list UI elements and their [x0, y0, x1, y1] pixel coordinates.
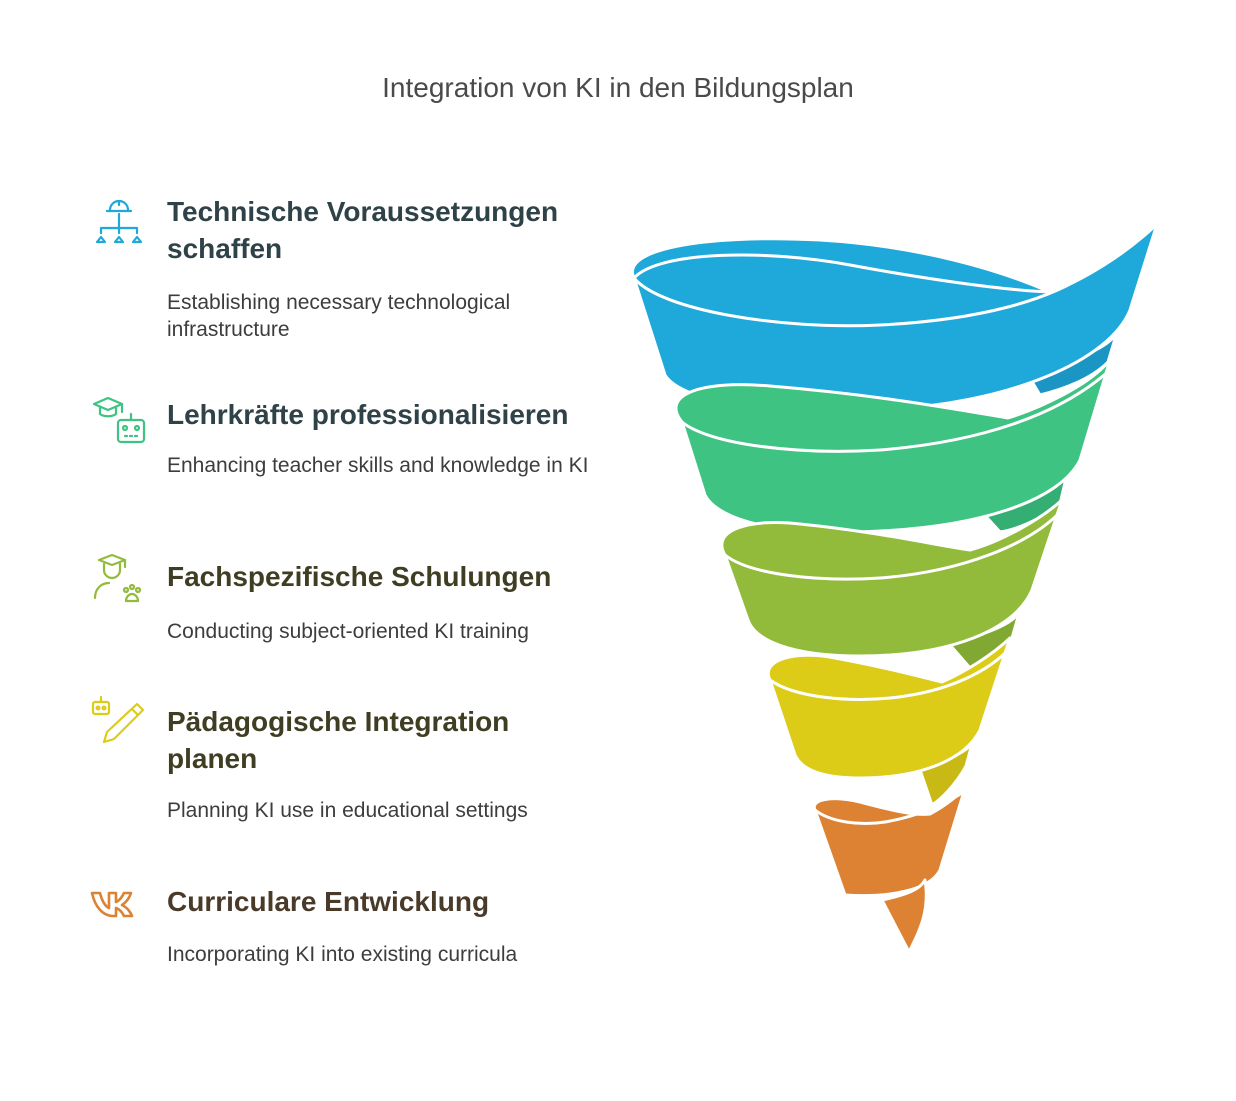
funnel-graphic	[620, 210, 1180, 970]
funnel-tip	[880, 878, 928, 954]
step-heading: Lehrkräfte professionalisieren	[167, 399, 569, 430]
page-title: Integration von KI in den Bildungsplan	[382, 72, 854, 103]
funnel-band-orange	[812, 783, 968, 898]
funnel-band-yellow	[766, 636, 1012, 780]
graduation-robot-icon	[90, 390, 148, 448]
step-description: Conducting subject-oriented KI training	[167, 620, 529, 643]
step-description: Incorporating KI into existing curricula	[167, 943, 518, 966]
step-heading: Fachspezifische Schulungen	[167, 561, 552, 592]
network-hardhat-icon	[90, 193, 148, 251]
step-heading: Pädagogische Integration planen	[167, 706, 510, 774]
step-description: Establishing necessary technological inf…	[167, 291, 511, 341]
step-heading: Curriculare Entwicklung	[167, 886, 490, 917]
step-description: Planning KI use in educational settings	[167, 799, 528, 822]
step-heading: Technische Voraussetzungen schaffen	[167, 196, 559, 264]
student-paw-icon	[90, 550, 148, 608]
robot-pencil-icon	[90, 693, 148, 751]
vk-logo-icon	[90, 873, 148, 931]
step-description: Enhancing teacher skills and knowledge i…	[167, 454, 589, 477]
